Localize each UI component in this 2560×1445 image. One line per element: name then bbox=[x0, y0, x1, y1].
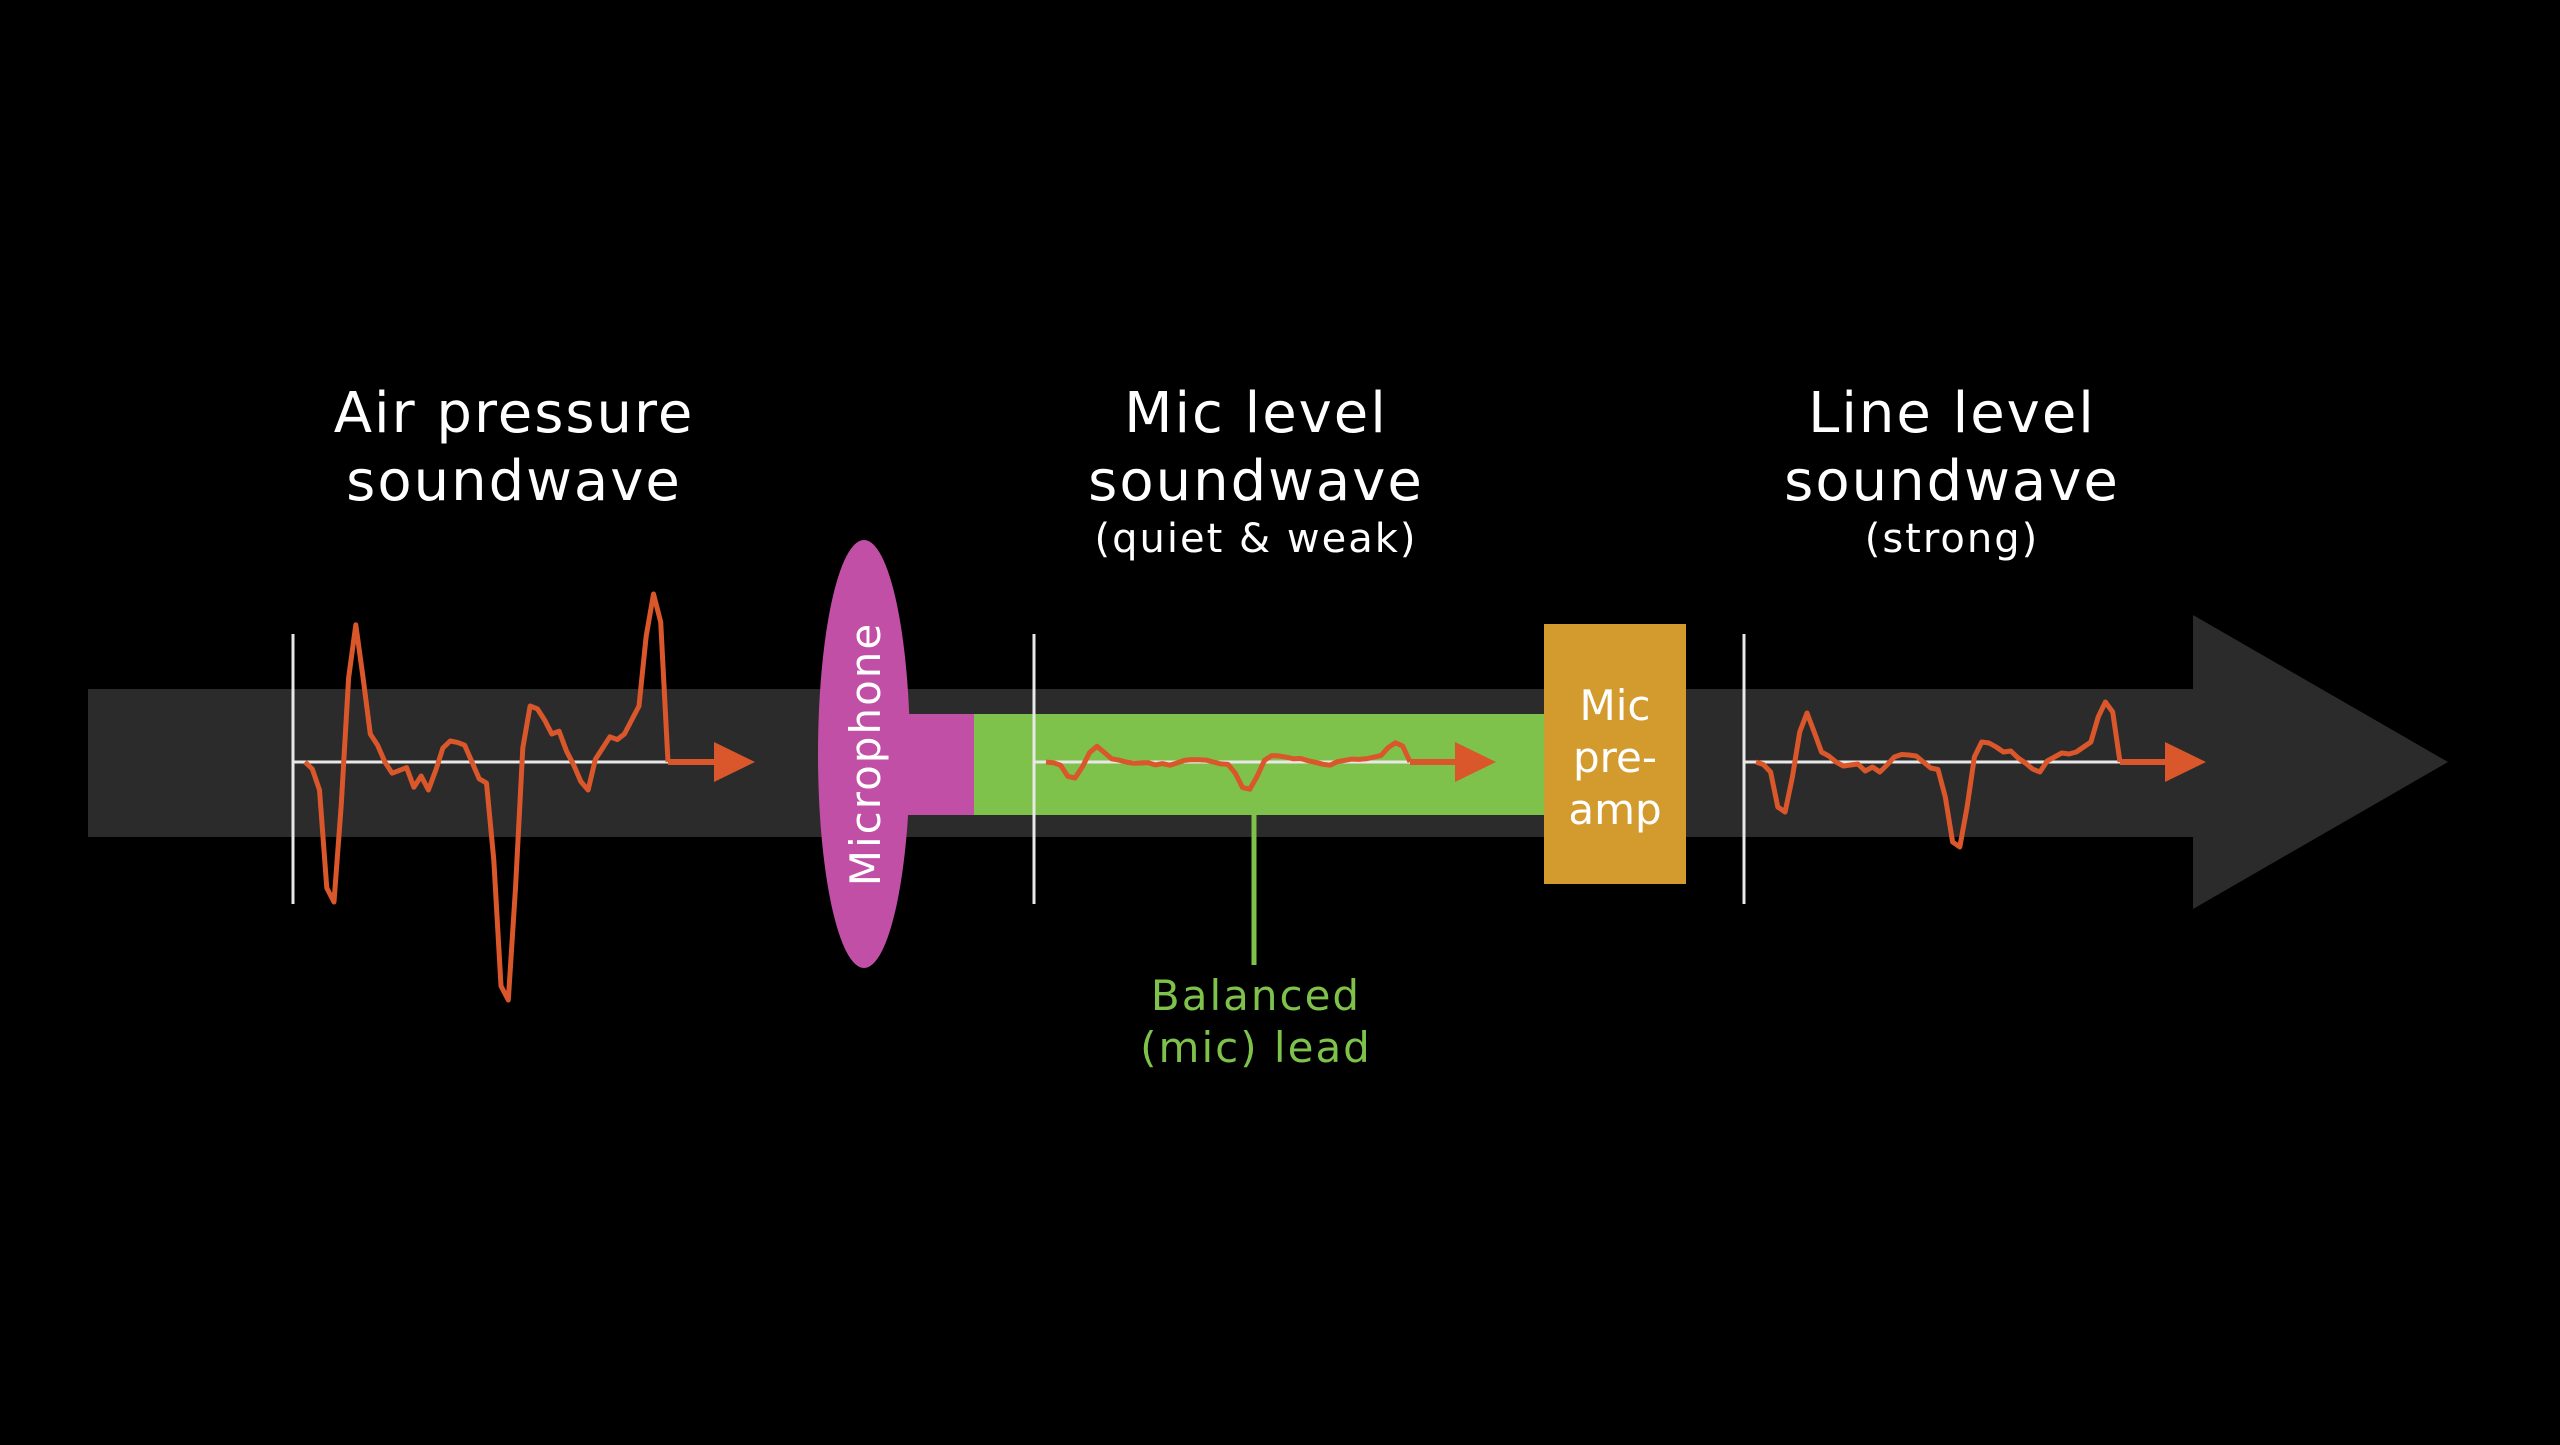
arrow-head bbox=[2193, 615, 2448, 909]
line-level-heading: Line level soundwave (strong) bbox=[1784, 381, 2120, 562]
lead-label-line2: (mic) lead bbox=[1140, 1023, 1372, 1072]
line-level-waveform bbox=[1755, 699, 2123, 850]
line-subtitle: (strong) bbox=[1865, 516, 2040, 562]
preamp-label-line3: amp bbox=[1568, 785, 1661, 834]
preamp-label-line1: Mic bbox=[1580, 681, 1651, 730]
mic-preamp: Mic pre- amp bbox=[1544, 624, 1686, 884]
line-title-line2: soundwave bbox=[1784, 449, 2120, 514]
line-wave-axes bbox=[1742, 634, 2165, 904]
preamp-label-line2: pre- bbox=[1573, 733, 1657, 782]
microphone: Microphone bbox=[818, 540, 910, 968]
line-title-line1: Line level bbox=[1808, 381, 2096, 446]
mic-title-line1: Mic level bbox=[1124, 381, 1388, 446]
lead-label-line1: Balanced bbox=[1151, 971, 1361, 1020]
air-title-line1: Air pressure bbox=[334, 381, 695, 446]
microphone-label: Microphone bbox=[841, 622, 890, 886]
air-pressure-waveform bbox=[303, 591, 671, 1003]
mic-wave-axes bbox=[1032, 634, 1455, 904]
mic-level-heading: Mic level soundwave (quiet & weak) bbox=[1088, 381, 1424, 562]
mic-level-waveform bbox=[1045, 740, 1413, 792]
air-title-line2: soundwave bbox=[346, 449, 682, 514]
balanced-lead bbox=[860, 714, 1546, 965]
line-wave-arrow bbox=[2120, 742, 2206, 782]
mic-subtitle: (quiet & weak) bbox=[1095, 516, 1418, 562]
air-pressure-heading: Air pressure soundwave bbox=[334, 381, 695, 514]
air-wave-arrow-head bbox=[714, 742, 755, 782]
mic-wave-arrow bbox=[1410, 742, 1496, 782]
line-wave-arrow-head bbox=[2165, 742, 2206, 782]
air-wave-arrow bbox=[668, 742, 755, 782]
balanced-lead-label: Balanced (mic) lead bbox=[1140, 971, 1372, 1072]
preamp-box bbox=[1544, 624, 1686, 884]
mic-wave-arrow-head bbox=[1455, 742, 1496, 782]
air-wave-axes bbox=[291, 634, 720, 904]
mic-title-line2: soundwave bbox=[1088, 449, 1424, 514]
microphone-capsule bbox=[818, 540, 910, 968]
